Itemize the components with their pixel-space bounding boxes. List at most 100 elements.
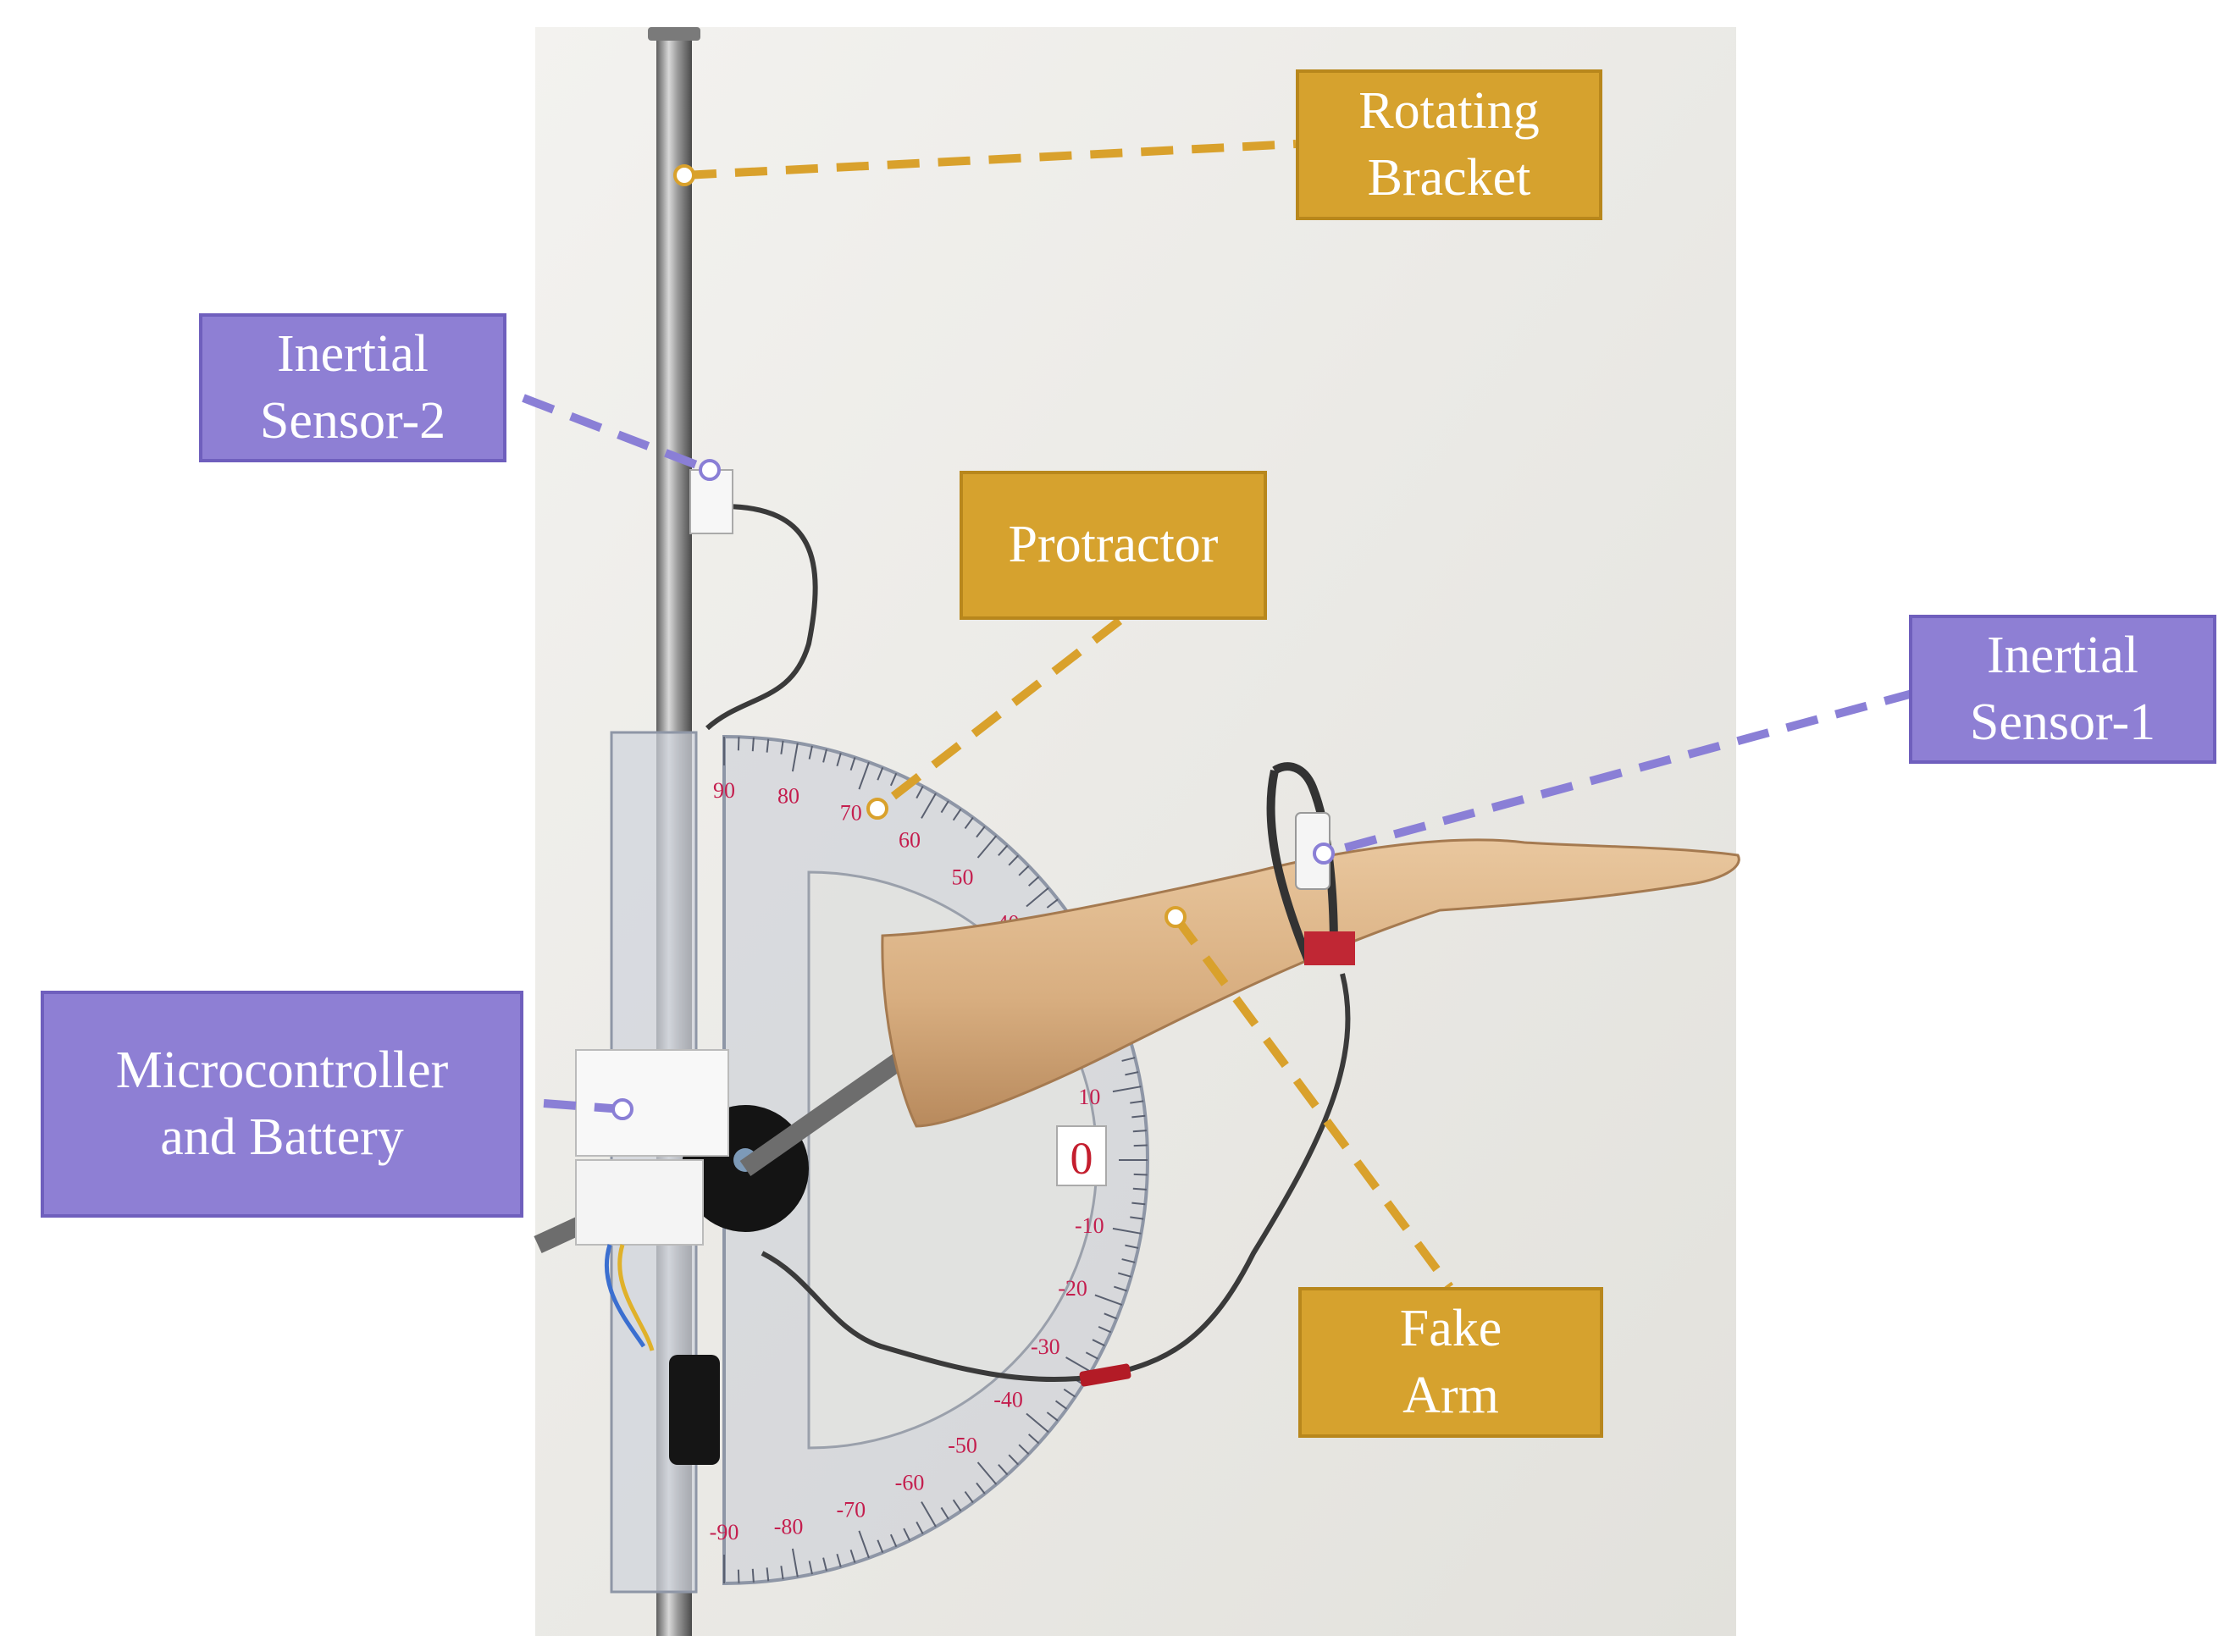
protractor-tick [751,738,755,752]
protractor-tick [791,1548,799,1577]
leader-inertial-sensor-2 [522,394,711,474]
battery-box [575,1159,704,1246]
protractor-tick [1132,1187,1147,1191]
protractor-tick [976,835,998,859]
protractor-tick [952,808,962,821]
protractor-tick [877,1539,884,1553]
protractor-tick [952,1499,962,1512]
leader-inertial-sensor-1 [1322,688,1917,858]
battery-pack [669,1355,720,1465]
protractor-tick [822,1557,827,1572]
protractor-tick [1117,1272,1131,1278]
protractor-tick [976,1482,986,1495]
leader-rotating-bracket [683,140,1297,180]
protractor-tick [751,1568,755,1583]
protractor-degree-label: -30 [1031,1334,1060,1359]
protractor-tick [780,740,784,754]
protractor-tick [1133,1173,1148,1176]
protractor-tick [1131,1202,1146,1206]
microcontroller-box [575,1049,729,1157]
protractor-tick [808,1561,813,1575]
leader-lines [522,140,1917,1290]
label-protractor: Protractor [960,471,1267,620]
leader-microcontroller [543,1099,623,1113]
label-rotating-bracket: Rotating Bracket [1296,69,1602,220]
label-microcontroller-battery: Microcontroller and Battery [41,991,523,1218]
protractor-tick [1132,1130,1147,1133]
protractor-tick [1063,1388,1076,1398]
protractor-degree-label: -90 [710,1520,739,1544]
protractor-tick [998,1464,1009,1476]
protractor-tick [1130,1100,1144,1104]
protractor-zero-label: 0 [1070,1133,1093,1184]
protractor-degree-label: -80 [774,1514,804,1539]
protractor-tick [889,772,898,787]
protractor-tick [1046,898,1059,909]
protractor-tick [1121,1057,1136,1062]
protractor-tick [1112,1086,1142,1093]
protractor-tick [849,757,856,771]
protractor-tick [780,1566,784,1580]
protractor-degree-label: -50 [948,1434,977,1458]
protractor-tick [1112,1227,1142,1235]
protractor-degree-label: -20 [1058,1276,1087,1301]
protractor-tick [1026,887,1049,908]
protractor-tick [858,1530,870,1559]
protractor-degree-label: 80 [777,784,799,809]
protractor-tick [1046,1412,1059,1422]
protractor-tick [791,743,799,772]
protractor-degree-label: -40 [993,1388,1023,1412]
label-inertial-sensor-2: Inertial Sensor-2 [199,313,506,462]
protractor-tick [1008,1454,1020,1466]
protractor-tick [858,761,870,790]
protractor-tick [889,1533,898,1548]
protractor-tick [1121,1258,1136,1263]
protractor-tick [940,800,949,814]
protractor-tick [1026,1412,1049,1434]
protractor-tick [836,1553,842,1567]
protractor-tick [1098,1325,1112,1334]
protractor-tick [1092,1339,1105,1347]
protractor-tick [903,1528,911,1541]
leader-fake-arm [1171,914,1454,1290]
protractor-tick [1054,1400,1068,1410]
protractor-tick [1131,1114,1146,1119]
label-fake-arm: Fake Arm [1298,1287,1603,1438]
protractor-degree-label: 70 [840,800,862,825]
protractor-tick [1008,854,1020,866]
protractor-tick [836,753,842,767]
sensor-2-cable [705,504,818,731]
protractor-tick [976,1461,998,1485]
protractor-tick [964,816,974,830]
protractor-tick [998,844,1009,856]
protractor-degree-label: 50 [952,865,974,889]
protractor-tick [916,1521,924,1534]
protractor-tick [976,826,986,838]
protractor-degree-label: 60 [899,828,921,853]
protractor-tick [1085,1351,1098,1360]
protractor-degree-label: -10 [1075,1213,1104,1238]
leader-protractor [874,617,1123,812]
protractor-degree-label: -60 [895,1470,925,1495]
protractor-tick [877,767,884,781]
protractor-tick [916,786,924,799]
protractor-tick [1028,876,1040,887]
protractor-tick [766,1567,770,1582]
protractor-degree-label: 90 [713,778,735,803]
protractor-tick [940,1506,949,1520]
label-inertial-sensor-1: Inertial Sensor-1 [1909,615,2216,764]
protractor-tick [1114,1285,1127,1292]
protractor-tick [1094,1294,1123,1306]
protractor-tick [1104,1312,1117,1320]
protractor-degree-label: 10 [1078,1085,1100,1109]
protractor-tick [766,738,770,753]
protractor-tick [1125,1071,1139,1076]
protractor-tick [1065,1356,1092,1373]
protractor-tick [1018,865,1030,876]
protractor-tick [1028,1434,1040,1445]
protractor-tick [1130,1216,1144,1220]
protractor-tick [964,1490,974,1504]
protractor-degree-label: -70 [836,1498,866,1522]
protractor-tick [822,749,827,763]
